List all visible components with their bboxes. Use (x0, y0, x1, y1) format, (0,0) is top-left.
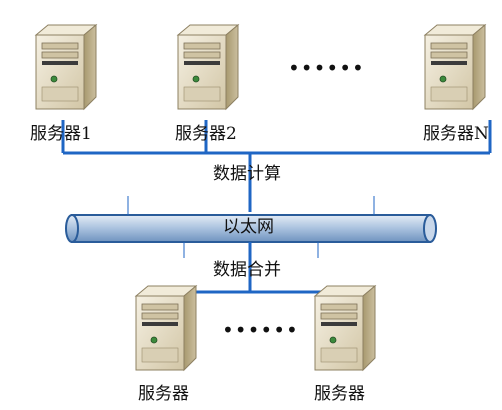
merge-label: 数据合并 (213, 260, 281, 280)
network-label: 以太网 (223, 217, 274, 237)
server-1-label: 服务器1 (30, 124, 92, 144)
bottom-server-2-label: 服务器 (314, 384, 365, 404)
server-2-label: 服务器2 (175, 124, 237, 144)
top-ellipsis: •••••• (288, 56, 365, 80)
ethernet-pipe (65, 214, 437, 243)
bottom-server-1-icon (135, 285, 197, 371)
server-2-icon (177, 24, 239, 110)
server-n-label: 服务器N (423, 124, 489, 144)
server-n-icon (424, 24, 486, 110)
bottom-server-1-label: 服务器 (138, 384, 189, 404)
server-1-icon (35, 24, 97, 110)
bottom-ellipsis: •••••• (222, 318, 299, 342)
compute-label: 数据计算 (213, 164, 281, 184)
bottom-server-2-icon (314, 285, 376, 371)
